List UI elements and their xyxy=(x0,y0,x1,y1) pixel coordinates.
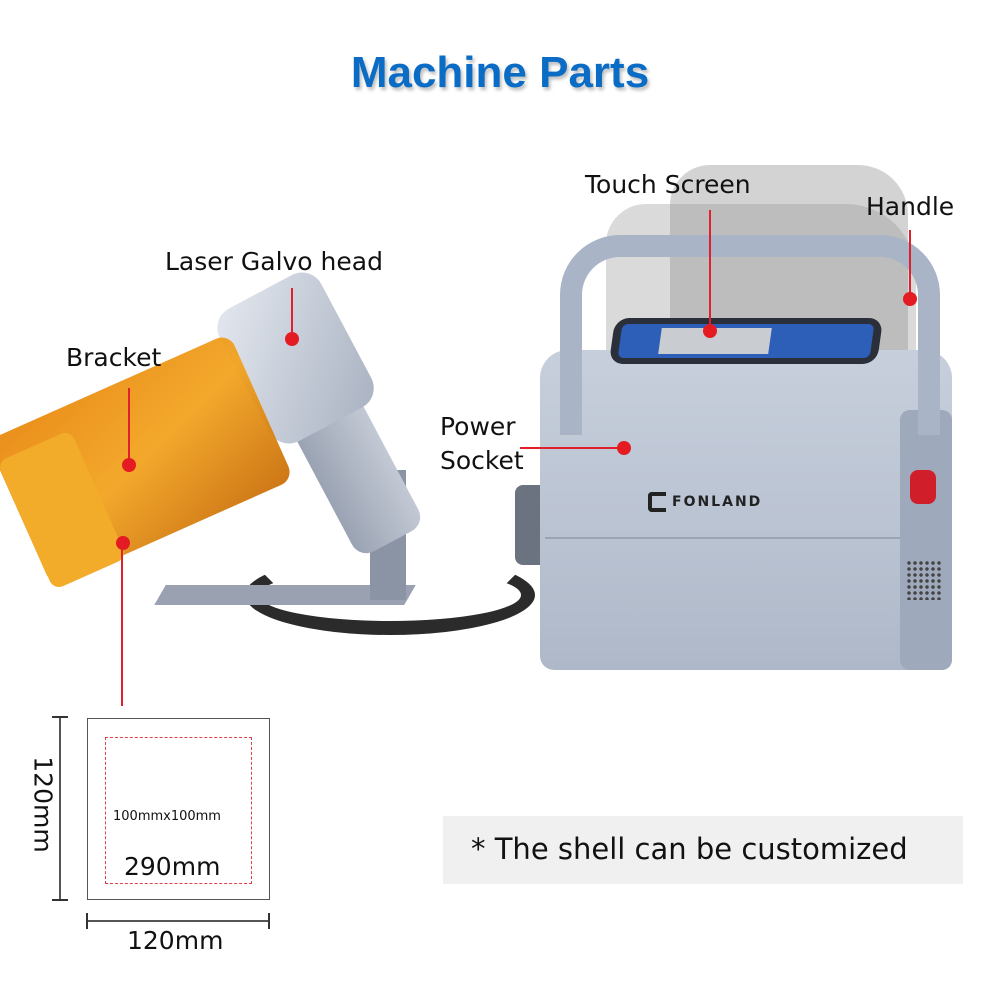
outer-footprint-box xyxy=(87,718,270,900)
marking-area-box xyxy=(105,737,252,884)
callout-dot-galvo xyxy=(285,332,299,346)
page-title: Machine Parts xyxy=(350,48,650,97)
callout-dot-bracket-window xyxy=(116,536,130,550)
fonland-logo-icon xyxy=(648,492,666,512)
vent-grille xyxy=(906,560,942,600)
machine-side-panel xyxy=(900,410,952,670)
leader-line-marking-area xyxy=(121,548,123,706)
label-bracket: Bracket xyxy=(66,343,162,372)
inner-dimension-label: 290mm xyxy=(124,852,221,881)
touch-screen-display xyxy=(608,318,884,364)
leader-line-galvo xyxy=(291,288,293,336)
customization-note: * The shell can be customized xyxy=(443,816,963,884)
height-dimension-line xyxy=(59,716,61,901)
callout-dot-handle xyxy=(903,292,917,306)
callout-dot-touch-screen xyxy=(703,324,717,338)
callout-dot-bracket xyxy=(122,458,136,472)
width-dimension-label: 120mm xyxy=(127,926,224,955)
label-touch-screen: Touch Screen xyxy=(585,170,751,199)
customization-note-text: * The shell can be customized xyxy=(471,832,908,866)
label-power-socket: Power Socket xyxy=(440,412,524,475)
brand-logo: FONLAND xyxy=(648,492,762,512)
label-handle: Handle xyxy=(866,192,955,221)
emergency-stop-icon xyxy=(910,470,936,504)
leader-line-power-socket xyxy=(520,447,620,449)
machine-body-seam xyxy=(545,537,900,539)
height-dimension-label: 120mm xyxy=(28,756,58,853)
label-laser-galvo-head: Laser Galvo head xyxy=(165,247,383,276)
brand-name: FONLAND xyxy=(672,494,763,510)
leader-line-handle xyxy=(909,230,911,296)
callout-dot-power-socket xyxy=(617,441,631,455)
carry-handle xyxy=(560,235,940,435)
leader-line-bracket xyxy=(128,388,130,464)
marking-area-label: 100mmx100mm xyxy=(113,809,221,824)
width-dimension-line xyxy=(86,920,270,922)
leader-line-touch-screen xyxy=(709,210,711,330)
